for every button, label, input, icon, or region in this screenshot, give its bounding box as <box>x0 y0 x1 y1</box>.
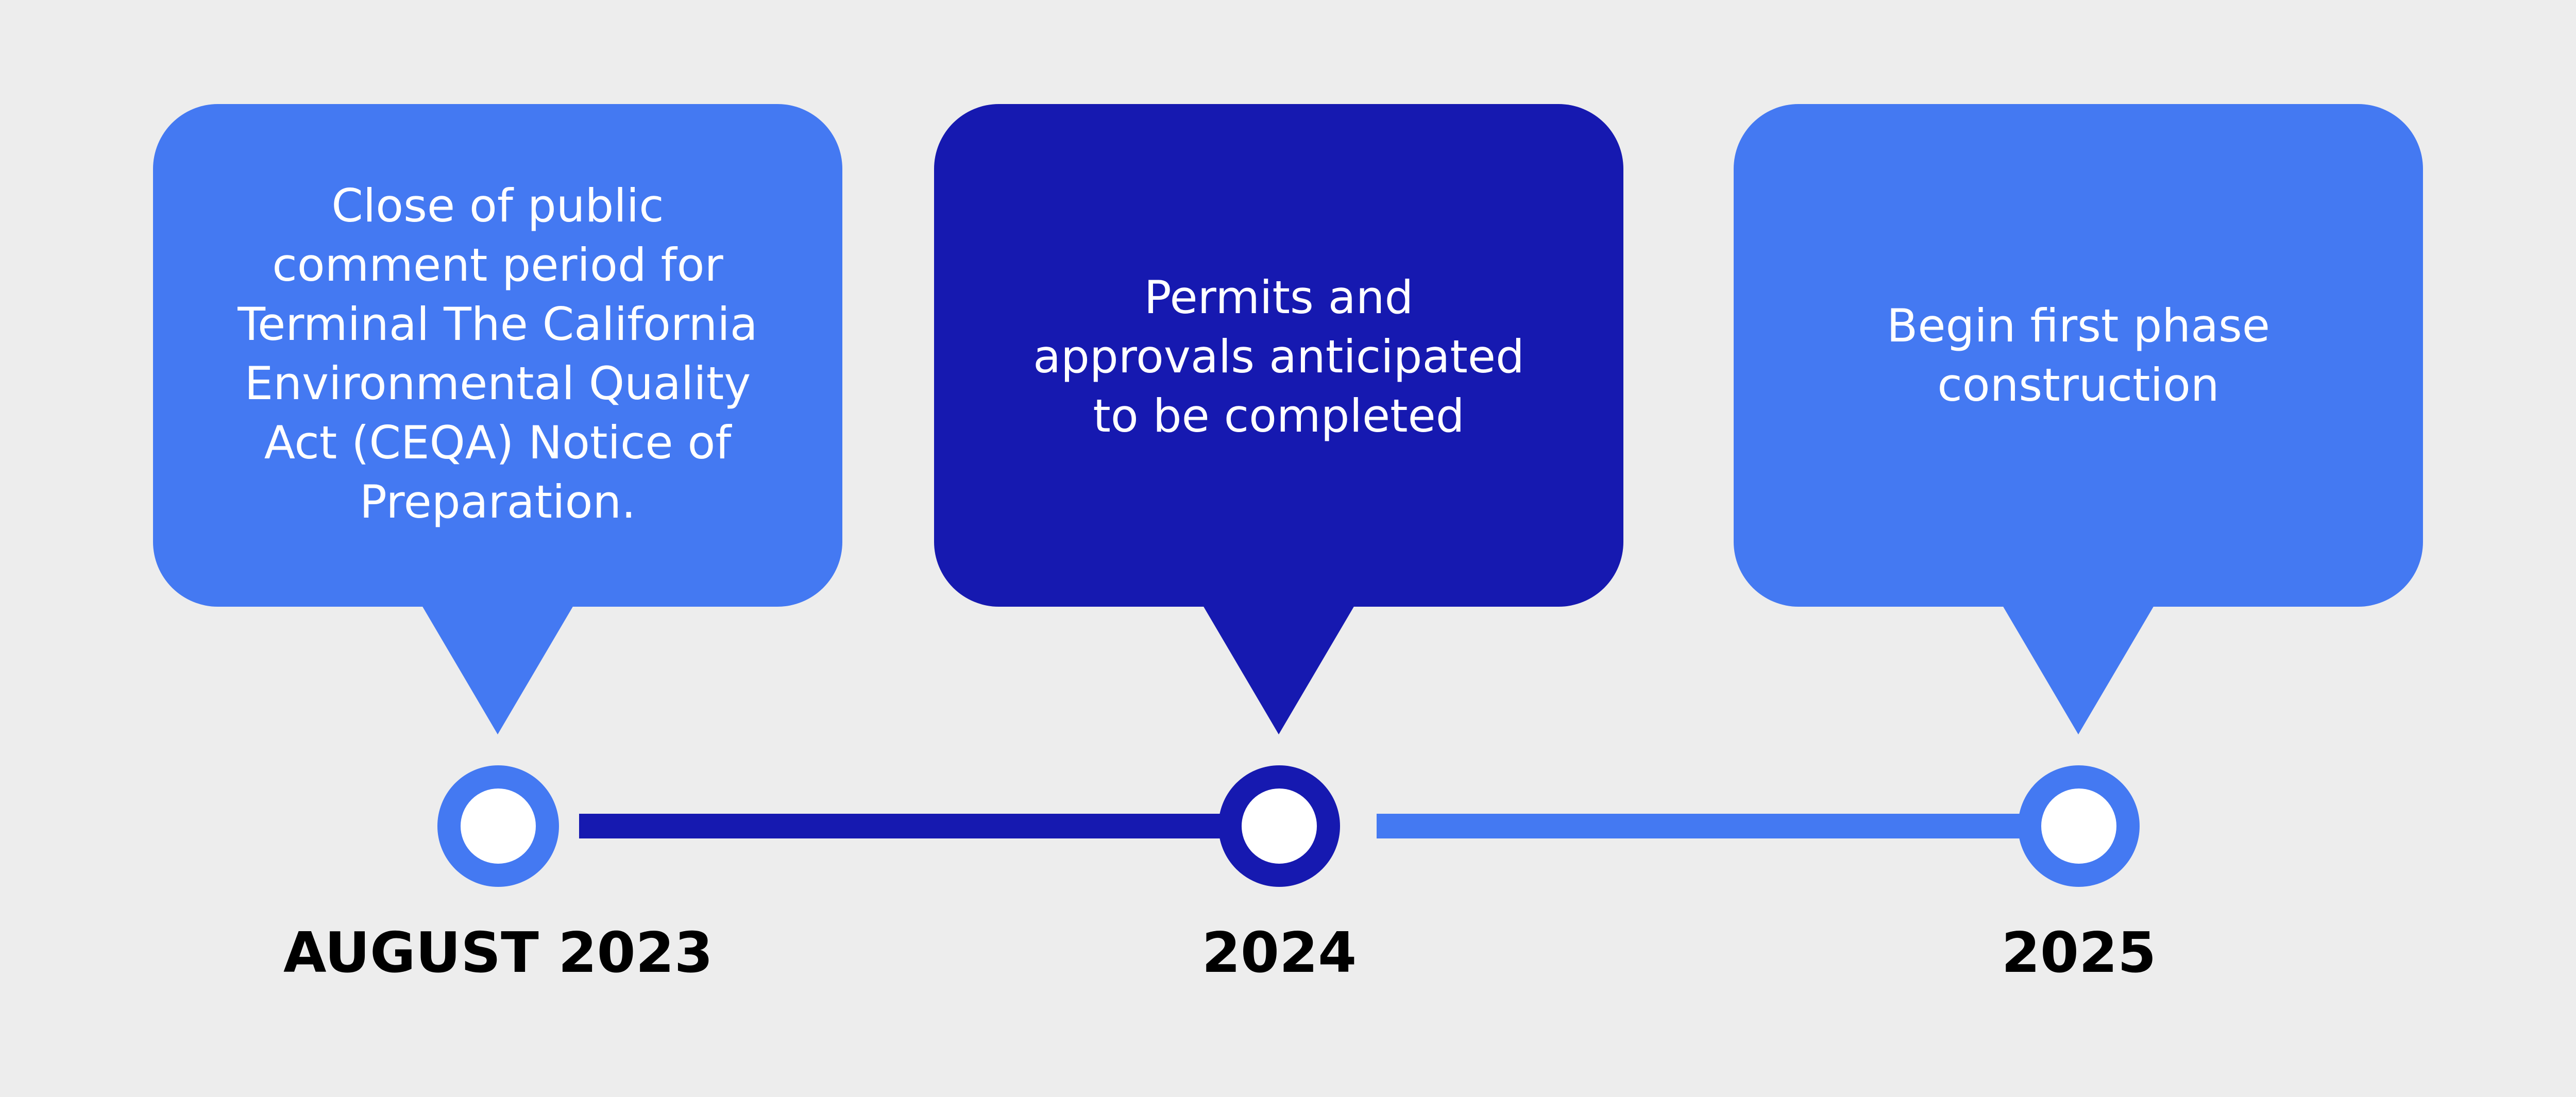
milestone-date-label: 2024 <box>1201 921 1357 985</box>
description-line: Begin first phase <box>1886 299 2270 352</box>
description-line: Act (CEQA) Notice of <box>264 416 732 469</box>
description-line: Preparation. <box>359 475 636 528</box>
timeline-node-2024 <box>1218 765 1340 887</box>
timeline-node-august-2023 <box>437 765 559 887</box>
description-line: construction <box>1937 358 2219 412</box>
milestone-bubble-august-2023: Close of public comment period for Termi… <box>153 104 842 607</box>
milestone-bubble-2025: Begin first phase construction <box>1734 104 2423 607</box>
description-line: Permits and <box>1144 271 1414 324</box>
bubble-pointer <box>1203 606 1354 734</box>
description-line: approvals anticipated <box>1033 330 1524 383</box>
milestone-description: Begin first phase construction <box>1734 296 2423 415</box>
bubble-pointer <box>2003 606 2154 734</box>
milestone-description: Permits and approvals anticipated to be … <box>934 268 1623 445</box>
milestone-bubble-2024: Permits and approvals anticipated to be … <box>934 104 1623 607</box>
description-line: comment period for <box>272 238 723 292</box>
bubble-pointer <box>422 606 573 734</box>
description-line: Environmental Quality <box>244 357 751 410</box>
milestone-date-label: AUGUST 2023 <box>283 921 713 985</box>
milestone-description: Close of public comment period for Termi… <box>153 176 842 532</box>
description-line: Terminal The California <box>238 298 758 351</box>
description-line: Close of public <box>331 179 664 232</box>
description-line: to be completed <box>1093 389 1465 442</box>
milestone-date-label: 2025 <box>2001 921 2157 985</box>
timeline-connector <box>1377 814 2027 838</box>
timeline-node-2025 <box>2018 765 2140 887</box>
timeline-connector <box>579 814 1229 838</box>
